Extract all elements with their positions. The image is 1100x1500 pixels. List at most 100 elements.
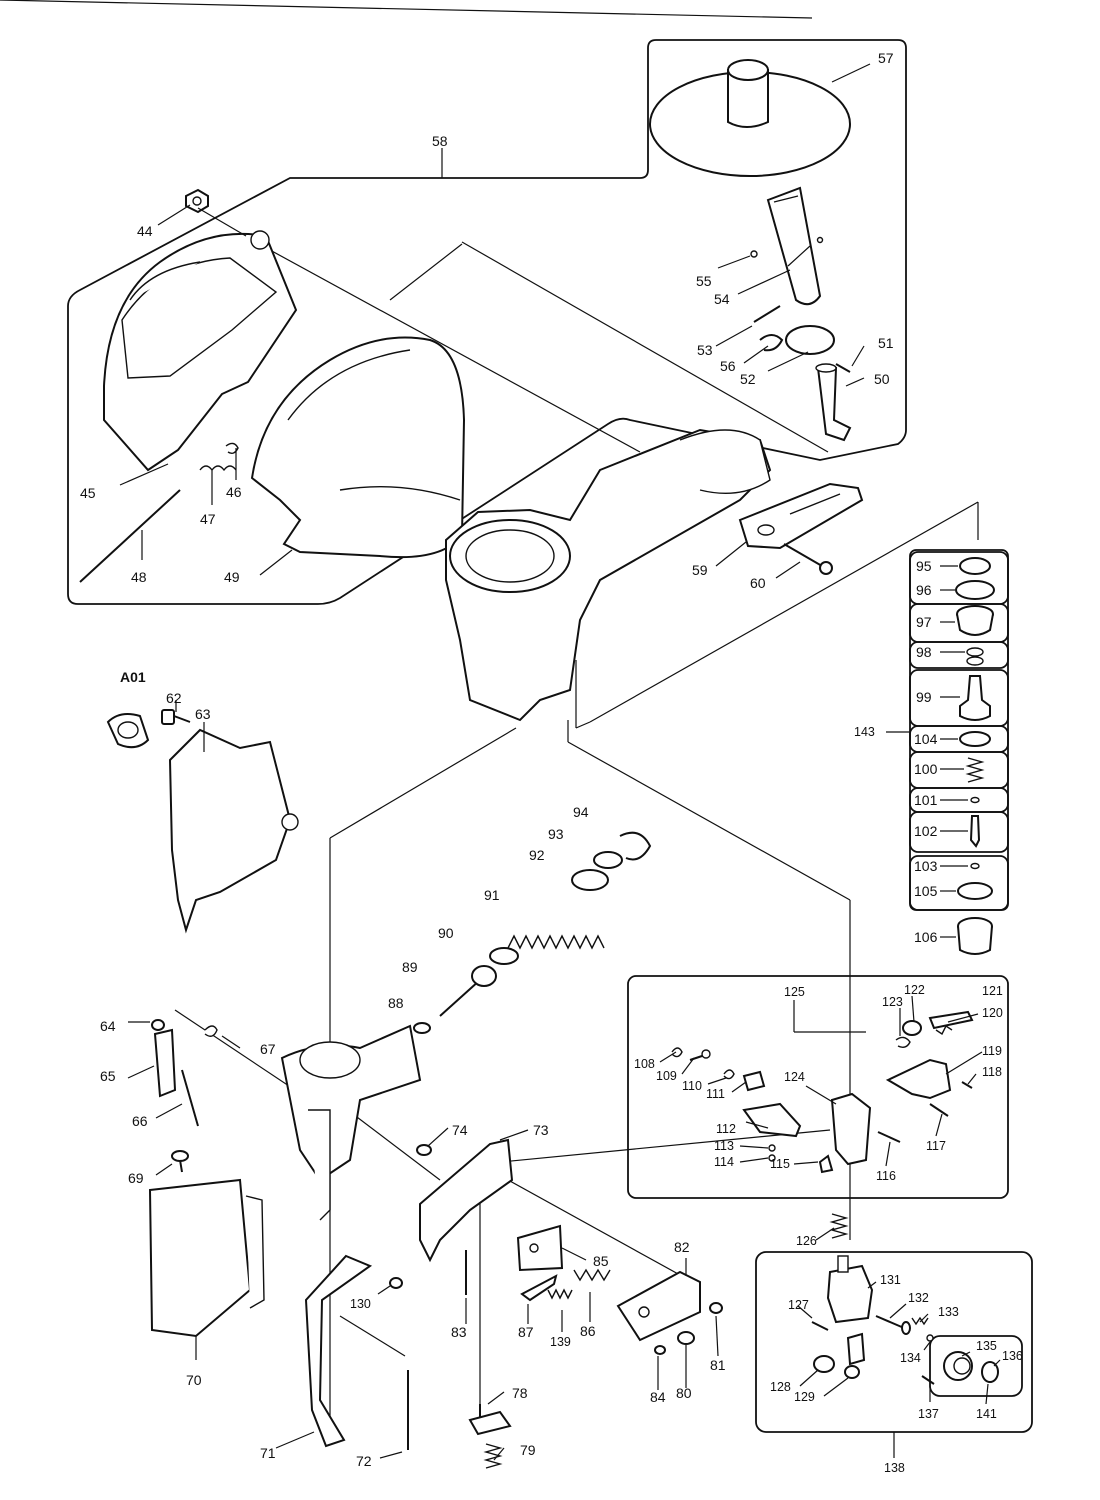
- part-52-ring: [785, 325, 835, 355]
- callout-109: 109: [656, 1069, 677, 1083]
- part-103-oring: [970, 862, 980, 870]
- callout-88: 88: [388, 995, 404, 1011]
- part-71-arm: [304, 1254, 373, 1448]
- callout-86: 86: [580, 1323, 596, 1339]
- callout-labels: 44 45 46 47 48 49 50 51 52 53 54 55 56 5…: [80, 50, 1023, 1475]
- part-116-pin: [877, 1131, 901, 1143]
- callout-110: 110: [682, 1079, 702, 1093]
- part-121-lever: [928, 1010, 974, 1030]
- part-113-spring: [768, 1144, 776, 1162]
- callout-122: 122: [904, 983, 925, 997]
- part-100-spring: [965, 757, 985, 783]
- part-53-pin: [753, 305, 781, 323]
- part-105-oring: [957, 882, 993, 900]
- callout-136: 136: [1002, 1349, 1023, 1363]
- callout-124: 124: [784, 1070, 805, 1084]
- part-139-spring: [547, 1288, 573, 1300]
- callout-115: 115: [770, 1157, 790, 1171]
- part-44-nut: [185, 188, 209, 214]
- callout-129: 129: [794, 1390, 815, 1404]
- part-93-washer: [593, 851, 623, 869]
- callout-51: 51: [878, 335, 894, 351]
- callout-69: 69: [128, 1170, 144, 1186]
- callout-114: 114: [714, 1155, 734, 1169]
- callout-82: 82: [674, 1239, 690, 1255]
- valve-subbox: [909, 855, 1009, 911]
- part-134-ball: [926, 1334, 934, 1342]
- part-110-spring: [723, 1069, 735, 1080]
- part-63-guard: [168, 728, 299, 934]
- callout-80: 80: [676, 1385, 692, 1401]
- part-106-cap: [957, 917, 993, 955]
- callout-55: 55: [696, 273, 712, 289]
- callout-71: 71: [260, 1445, 276, 1461]
- callout-105: 105: [914, 883, 938, 899]
- variant-label-a01: A01: [120, 669, 146, 685]
- part-118-pin: [961, 1081, 973, 1089]
- part-79-spring: [483, 1443, 503, 1469]
- part-89-piston: [439, 965, 497, 1017]
- callout-97: 97: [916, 614, 932, 630]
- part-65-block: [153, 1028, 177, 1098]
- part-48-rod: [79, 489, 181, 583]
- part-123-spring: [895, 1036, 911, 1049]
- callout-85: 85: [593, 1253, 609, 1269]
- callout-126: 126: [796, 1234, 817, 1248]
- part-87-lever: [520, 1274, 558, 1302]
- part-67-spring: [204, 1025, 218, 1037]
- part-131-body: [826, 1255, 874, 1324]
- callout-81: 81: [710, 1357, 726, 1373]
- callout-53: 53: [697, 342, 713, 358]
- callout-123: 123: [882, 995, 903, 1009]
- callout-93: 93: [548, 826, 564, 842]
- callout-137: 137: [918, 1407, 939, 1421]
- callout-52: 52: [740, 371, 756, 387]
- callout-128: 128: [770, 1380, 791, 1394]
- part-80-knob: [677, 1331, 695, 1345]
- part-45-cover: [103, 230, 298, 472]
- part-70-guard: [148, 1178, 265, 1338]
- callout-57: 57: [878, 50, 894, 66]
- part-90-oring: [489, 947, 519, 965]
- part-56-clip: [759, 334, 784, 352]
- part-81-screw: [709, 1302, 723, 1314]
- part-108-spring: [671, 1047, 683, 1058]
- main-body: [445, 428, 772, 722]
- part-78-plunger: [468, 1404, 512, 1436]
- callout-117: 117: [926, 1139, 946, 1153]
- callout-78: 78: [512, 1385, 528, 1401]
- part-141-oring: [981, 1361, 999, 1383]
- part-54-shaft: [766, 186, 822, 306]
- part-92-seal: [571, 869, 609, 891]
- callout-116: 116: [876, 1169, 896, 1183]
- callout-111: 111: [706, 1087, 725, 1101]
- part-112-pad: [742, 1102, 802, 1138]
- part-51-pin: [835, 363, 851, 373]
- part-129-screw: [844, 1365, 860, 1379]
- callout-119: 119: [982, 1044, 1002, 1058]
- part-111-pin: [742, 1070, 766, 1092]
- callout-83: 83: [451, 1324, 467, 1340]
- part-84-screw: [654, 1345, 666, 1355]
- callout-46: 46: [226, 484, 242, 500]
- magazine-cover-group-outline: [67, 39, 907, 605]
- part-a01-cap: [106, 713, 150, 749]
- part-104-oring: [959, 731, 991, 747]
- valve-subbox: [909, 811, 1009, 853]
- part-82-plate: [616, 1270, 701, 1342]
- callout-74: 74: [452, 1122, 468, 1138]
- part-clip-plate: [846, 1332, 866, 1366]
- callout-143: 143: [854, 725, 875, 739]
- callout-73: 73: [533, 1122, 549, 1138]
- part-49-cover: [250, 336, 466, 559]
- callout-120: 120: [982, 1006, 1003, 1020]
- part-94-snapring: [619, 831, 652, 861]
- callout-104: 104: [914, 731, 938, 747]
- part-120-spring: [935, 1024, 953, 1036]
- part-133-spring: [911, 1316, 929, 1326]
- callout-130: 130: [350, 1297, 371, 1311]
- callout-87: 87: [518, 1324, 534, 1340]
- knob-subgroup-box: [929, 1335, 1023, 1397]
- part-46-clip: [225, 442, 239, 455]
